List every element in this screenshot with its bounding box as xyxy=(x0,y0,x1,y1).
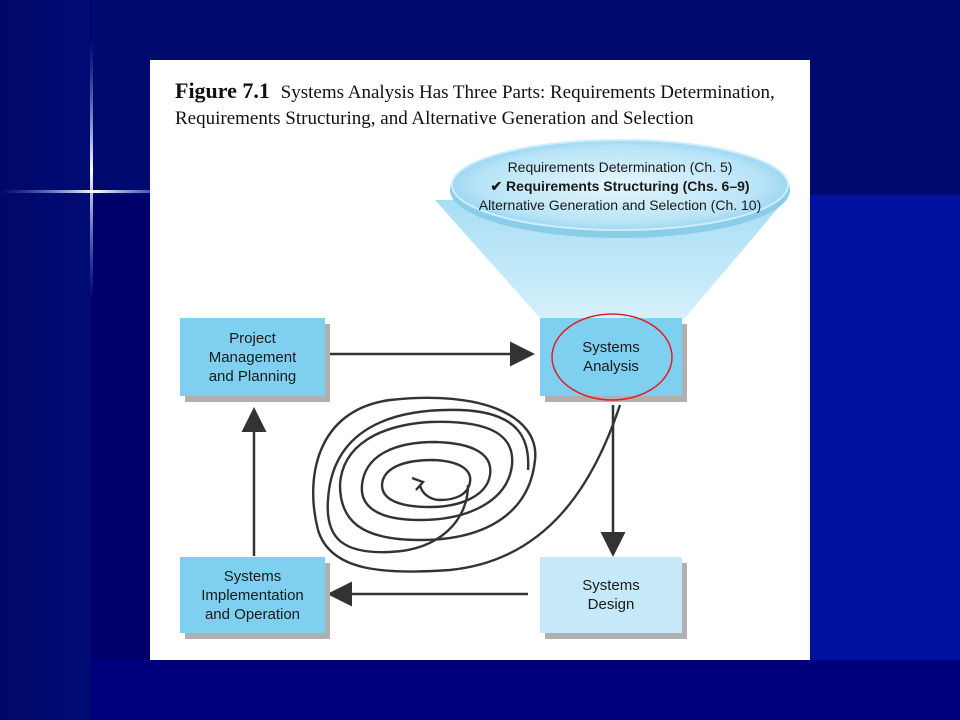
figure-caption: Figure 7.1 Systems Analysis Has Three Pa… xyxy=(175,78,795,132)
iteration-spiral xyxy=(312,396,622,573)
figure-panel: Figure 7.1 Systems Analysis Has Three Pa… xyxy=(150,60,810,660)
box-label-line: Project xyxy=(229,329,276,347)
callout-line-2: ✔ Requirements Structuring (Chs. 6–9) xyxy=(490,178,750,194)
box-label-line: Systems xyxy=(582,339,640,356)
box-label-line: and Planning xyxy=(208,367,297,385)
box-label-line: Management xyxy=(208,348,297,366)
callout-ellipse xyxy=(451,139,789,231)
box-project-management: Project Management and Planning xyxy=(180,318,325,396)
callout-text: Requirements Determination (Ch. 5) ✔ Req… xyxy=(450,158,790,215)
figure-label: Figure 7.1 xyxy=(175,78,270,103)
sdlc-diagram xyxy=(241,139,790,607)
box-label-line: Analysis xyxy=(583,358,639,375)
background-right-band xyxy=(810,195,960,720)
box-label-line: Implementation xyxy=(201,586,304,604)
callout-line-1: Requirements Determination (Ch. 5) xyxy=(507,159,733,175)
spiral-arrowhead xyxy=(411,476,426,491)
background-bottom-band xyxy=(92,660,960,720)
box-label-line: Systems xyxy=(582,577,640,594)
box-label-line: Design xyxy=(587,596,635,613)
box-label-line: Systems xyxy=(223,567,282,585)
box-systems-design: Systems Design xyxy=(540,557,682,633)
figure-caption-text: Systems Analysis Has Three Parts: Requir… xyxy=(175,82,775,129)
box-label-line: and Operation xyxy=(204,605,301,623)
box-systems-analysis: Systems Analysis xyxy=(540,318,682,396)
box-systems-implementation: Systems Implementation and Operation xyxy=(180,557,325,633)
callout-line-3: Alternative Generation and Selection (Ch… xyxy=(478,197,762,213)
